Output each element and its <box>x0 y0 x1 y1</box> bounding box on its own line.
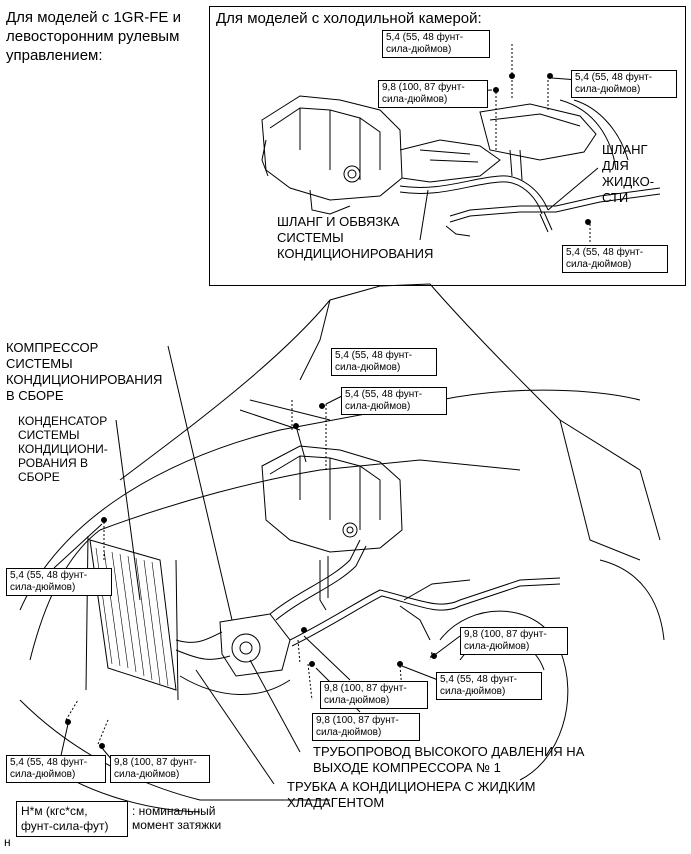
torque-box: 5,4 (55, 48 фунт- сила-дюймов) <box>331 348 437 376</box>
inset-illustration <box>261 44 661 244</box>
torque-unit: сила-дюймов) <box>566 259 632 270</box>
torque-value: 9,8 (100, 87 фунт- <box>324 683 407 694</box>
legend-unit-box: Н*м (кгс*см, фунт-сила-фут) <box>16 801 128 837</box>
legend-meaning-line: момент затяжки <box>132 818 222 832</box>
figure-code: н <box>4 835 11 849</box>
torque-unit: сила-дюймов) <box>316 727 382 738</box>
lhd-note-line-2: левосторонним рулевым <box>6 28 180 45</box>
torque-unit: сила-дюймов) <box>10 582 76 593</box>
label-line: РОВАНИЯ В <box>18 456 88 470</box>
torque-unit: сила-дюймов) <box>114 769 180 780</box>
legend-unit-line: фунт-сила-фут) <box>21 819 109 833</box>
torque-box: 5,4 (55, 48 фунт- сила-дюймов) <box>382 30 490 58</box>
torque-box: 9,8 (100, 87 фунт- сила-дюймов) <box>460 627 568 655</box>
torque-value: 5,4 (55, 48 фунт- <box>10 757 88 768</box>
torque-value: 5,4 (55, 48 фунт- <box>566 247 644 258</box>
label-line: ШЛАНГ И ОБВЯЗКА <box>277 214 400 229</box>
label-line: СИСТЕМЫ <box>18 428 80 442</box>
torque-box: 9,8 (100, 87 фунт- сила-дюймов) <box>320 681 428 709</box>
label-line: ДЛЯ <box>602 158 629 173</box>
torque-box: 5,4 (55, 48 фунт- сила-дюймов) <box>436 672 542 700</box>
torque-unit: сила-дюймов) <box>386 44 452 55</box>
torque-unit: сила-дюймов) <box>10 769 76 780</box>
lhd-model-note: Для моделей с 1GR-FE и левосторонним рул… <box>6 8 181 65</box>
label-line: ХЛАДАГЕНТОМ <box>287 795 385 810</box>
label-line: СИСТЕМЫ <box>6 356 73 371</box>
torque-unit: сила-дюймов) <box>345 401 411 412</box>
legend-meaning: : номинальный момент затяжки <box>132 804 221 832</box>
torque-value: 5,4 (55, 48 фунт- <box>440 674 518 685</box>
torque-value: 9,8 (100, 87 фунт- <box>114 757 197 768</box>
torque-value: 9,8 (100, 87 фунт- <box>382 82 465 93</box>
label-line: КОМПРЕССОР <box>6 340 99 355</box>
car-illustration <box>19 283 665 813</box>
torque-box: 5,4 (55, 48 фунт- сила-дюймов) <box>341 387 447 415</box>
torque-value: 5,4 (55, 48 фунт- <box>335 350 413 361</box>
torque-unit: сила-дюймов) <box>464 641 530 652</box>
lhd-note-line-1: Для моделей с 1GR-FE и <box>6 9 181 26</box>
label-line: ТРУБОПРОВОД ВЫСОКОГО ДАВЛЕНИЯ НА <box>313 744 585 759</box>
torque-unit: сила-дюймов) <box>440 686 506 697</box>
label-line: ВЫХОДЕ КОМПРЕССОРА № 1 <box>313 760 501 775</box>
torque-value: 5,4 (55, 48 фунт- <box>10 570 88 581</box>
liquid-hose-label: ШЛАНГ ДЛЯ ЖИДКО- СТИ <box>602 142 654 206</box>
torque-unit: сила-дюймов) <box>335 362 401 373</box>
torque-value: 5,4 (55, 48 фунт- <box>345 389 423 400</box>
condenser-label: КОНДЕНСАТОР СИСТЕМЫ КОНДИЦИОНИ- РОВАНИЯ … <box>18 414 108 484</box>
torque-box: 5,4 (55, 48 фунт- сила-дюймов) <box>6 755 106 783</box>
torque-value: 9,8 (100, 87 фунт- <box>316 715 399 726</box>
label-line: В СБОРЕ <box>6 388 64 403</box>
torque-box: 5,4 (55, 48 фунт- сила-дюймов) <box>6 568 112 596</box>
legend-unit-line: Н*м (кгс*см, <box>21 804 88 818</box>
label-line: ШЛАНГ <box>602 142 648 157</box>
torque-box: 5,4 (55, 48 фунт- сила-дюймов) <box>571 70 677 98</box>
cooler-box-title: Для моделей с холодильной камерой: <box>216 10 482 27</box>
label-line: ТРУБКА А КОНДИЦИОНЕРА С ЖИДКИМ <box>287 779 536 794</box>
torque-box: 9,8 (100, 87 фунт- сила-дюймов) <box>312 713 420 741</box>
label-line: КОНДИЦИОНИРОВАНИЯ <box>277 246 434 261</box>
discharge-pipe-label: ТРУБОПРОВОД ВЫСОКОГО ДАВЛЕНИЯ НА ВЫХОДЕ … <box>313 744 584 776</box>
label-line: СИСТЕМЫ <box>277 230 344 245</box>
label-line: КОНДЕНСАТОР <box>18 414 108 428</box>
torque-box: 5,4 (55, 48 фунт- сила-дюймов) <box>562 245 668 273</box>
torque-value: 5,4 (55, 48 фунт- <box>386 32 464 43</box>
label-line: СТИ <box>602 190 629 205</box>
torque-value: 9,8 (100, 87 фунт- <box>464 629 547 640</box>
hose-assembly-label: ШЛАНГ И ОБВЯЗКА СИСТЕМЫ КОНДИЦИОНИРОВАНИ… <box>277 214 433 262</box>
torque-value: 5,4 (55, 48 фунт- <box>575 72 653 83</box>
torque-box: 9,8 (100, 87 фунт- сила-дюймов) <box>378 80 488 108</box>
label-line: СБОРЕ <box>18 470 60 484</box>
torque-unit: сила-дюймов) <box>575 84 641 95</box>
lhd-note-line-3: управлением: <box>6 47 103 64</box>
legend-meaning-line: : номинальный <box>132 804 216 818</box>
torque-unit: сила-дюймов) <box>324 695 390 706</box>
label-line: КОНДИЦИОНИРОВАНИЯ <box>6 372 163 387</box>
liquid-tube-label: ТРУБКА А КОНДИЦИОНЕРА С ЖИДКИМ ХЛАДАГЕНТ… <box>287 779 535 811</box>
label-line: ЖИДКО- <box>602 174 655 189</box>
torque-box: 9,8 (100, 87 фунт- сила-дюймов) <box>110 755 210 783</box>
cooler-box-inset <box>209 6 686 286</box>
compressor-label: КОМПРЕССОР СИСТЕМЫ КОНДИЦИОНИРОВАНИЯ В С… <box>6 340 162 404</box>
label-line: КОНДИЦИОНИ- <box>18 442 108 456</box>
torque-unit: сила-дюймов) <box>382 94 448 105</box>
